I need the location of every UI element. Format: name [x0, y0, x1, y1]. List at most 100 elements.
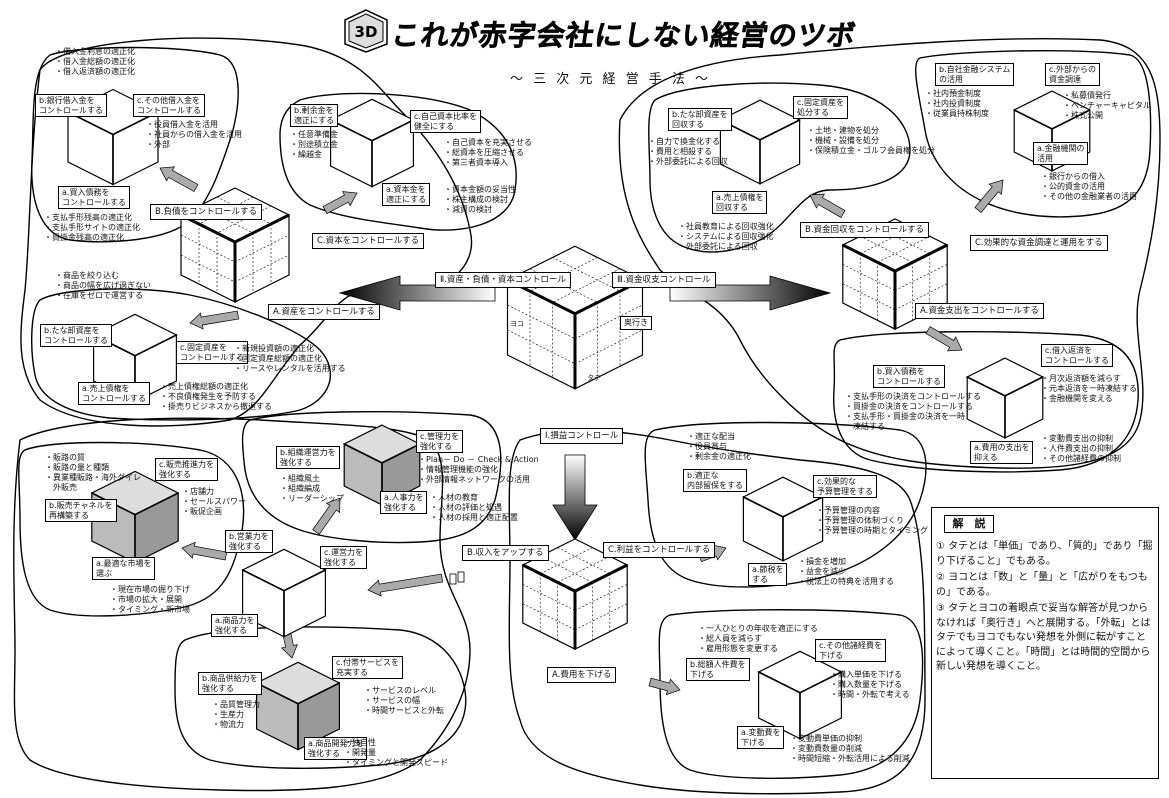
ur-fund-b-list: ・社内預金制度・社内投資制度・従業員持株制度	[925, 89, 989, 119]
ll-sales-c-list: ・店舗力・セールスパワー・販促企画	[182, 487, 246, 517]
ur-main-a: A.資金支出をコントロールする	[915, 303, 1044, 320]
cube-center-grid	[552, 257, 621, 292]
ul-capital-a-list-item: ・資本金額の妥当性	[444, 185, 516, 194]
arrow-ur-collect	[809, 193, 846, 218]
ur-expense-a: a.費用の支出を 抑える	[970, 441, 1034, 465]
ur-expense-c-list-item: ・元本返済を一時凍結する	[1041, 384, 1137, 393]
connector-arrows	[159, 166, 1004, 696]
ll-sales-b: b.販売チャネルを 再構築する	[45, 499, 117, 523]
center-okuyuki-label: 奥行き	[620, 316, 652, 330]
ur-expense-a-list: ・変動費支出の抑制・人件費支出の抑制・その他諸経費の抑制	[1041, 434, 1121, 464]
ll-org-a-list-item: ・人材の採用と適正配置	[430, 513, 518, 522]
ll-product-b-list-item: ・品質管理力	[212, 700, 260, 709]
lr-cost-c-list: ・購入単価を下げる・購入数量を下げる・時間・外転で考える	[830, 670, 910, 700]
cube-lr-main-grid	[574, 584, 628, 611]
ur-expense-b: b.買入債務を コントロールする	[873, 365, 945, 389]
ul-capital-b-list: ・任意準備金・別途積立金・繰越金	[290, 130, 338, 160]
ur-expense-b-list-item: ・支払手形・買掛金の決済を一時	[845, 412, 965, 421]
ul-capital-b: b.剰余金を 適正にする	[290, 104, 339, 128]
ur-fund-b-list-item: ・従業員持株制度	[925, 109, 989, 118]
lr-cost-a-list-item: ・時間短縮・外転活用による削減	[790, 754, 910, 763]
ul-debt-a: a.買入債務を コントロールする	[58, 186, 130, 210]
ul-capital-c-list-item: ・総資本を圧縮させる	[444, 148, 524, 157]
ul-debt-top-item: ・借入返済額の適正化	[55, 67, 135, 76]
blob-outline-1	[20, 37, 473, 427]
blob-outline-3	[13, 417, 471, 792]
ll-mid-b: b.営業力を 強化する	[225, 530, 273, 554]
ll-org-a-list-item: ・人材の教育	[430, 493, 478, 502]
ul-debt-c-list-item: ・外部	[146, 140, 170, 149]
axis-2-label: Ⅱ.資産・負債・資本コントロール	[435, 272, 571, 289]
ur-collect-b-list: ・自力で換金化する・費用と相殺する・外部委託による回収	[648, 137, 728, 167]
lr-main-a: A.費用を下げる	[547, 667, 617, 684]
ul-main-c: C.資本をコントロールする	[312, 233, 425, 250]
blob-outline-13	[174, 626, 467, 769]
ul-debt-c: c.その他借入金を コントロールする	[133, 94, 205, 118]
ul-capital-a: a.資本金を 適正にする	[382, 183, 431, 207]
lr-profit-a-list: ・損金を増加・益金を減少・税法上の特典を活用する	[798, 557, 894, 587]
lr-cost-c-list-item: ・購入数量を下げる	[830, 680, 902, 689]
ll-org-b: b.組織運営力を 強化する	[276, 446, 340, 470]
arrow-ul-debt	[159, 166, 199, 192]
lr-profit-a-list-item: ・損金を増加	[798, 557, 846, 566]
ll-product-b-list: ・品質管理力・生産力・物流力	[212, 700, 260, 730]
ll-product-a-list: ・独自性・開発量・タイミングと開発スピード	[344, 738, 448, 768]
explanation-text: ① タテとは「単価」であり、「質的」であり「掘り下げること」でもある。 ② ヨコ…	[936, 540, 1154, 677]
cube-lr-main-grid	[540, 547, 593, 574]
lr-cost-c-list-item: ・時間・外転で考える	[830, 690, 910, 699]
ur-collect-a-list-item: ・システムによる回収強化	[678, 232, 774, 241]
blob-outline-5	[279, 92, 517, 231]
ll-sales-top-item: 外販売	[45, 483, 77, 492]
cube-ur-main-grid	[842, 264, 896, 291]
lr-profit-a-list-item: ・益金を減少	[798, 567, 846, 576]
arrow-ll-sales	[181, 541, 228, 561]
explanation-title: 解 説	[944, 515, 994, 533]
ur-collect-b-list-item: ・外部委託による回収	[648, 157, 728, 166]
blob-outline-8	[648, 82, 911, 253]
cube-ur-main-grid	[877, 236, 930, 263]
ll-product-b: b.商品供給力を 強化する	[198, 672, 262, 696]
arrow-down	[552, 454, 598, 541]
ur-expense-a-list-item: ・その他諸経費の抑制	[1041, 454, 1121, 463]
cube-center-grid	[507, 304, 576, 340]
ll-org-c-list-item: ・外部情報ネットワークの活用	[418, 475, 530, 484]
ur-fund-b-list-item: ・社内投資制度	[925, 99, 981, 108]
cube-lr-main-grid	[557, 547, 610, 574]
ul-capital-a-list: ・資本金額の妥当性・株主構成の検討・減資の検討	[444, 185, 516, 215]
ur-collect-b: b.たな卸資産を 回収する	[668, 108, 732, 132]
ul-debt-c-list: ・役員借入金を活用・社員からの借入金を活用・外部	[146, 120, 242, 150]
ll-org-c-list-item: ・Plan－ Do － Check & Action	[418, 455, 539, 464]
lr-profit-top-item: ・適正な配当	[687, 432, 735, 441]
ur-collect-a-list-item: ・外部委託による回収	[678, 242, 758, 251]
lr-cost-top-item: ・雇用形態を変更する	[698, 644, 778, 653]
ur-fund-a-list-item: ・公的資金の活用	[1041, 182, 1105, 191]
cube-ur-main-axis-r	[894, 243, 948, 273]
ul-main-b: B.負債をコントロールする	[150, 204, 263, 221]
ul-debt-c-list-item: ・社員からの借入金を活用	[146, 130, 242, 139]
ll-product-c-list-item: ・時間サービスと外転	[364, 706, 444, 715]
ul-capital-c-list-item: ・自己資本を充実させる	[444, 138, 532, 147]
cube-center-grid	[574, 329, 643, 365]
lr-profit-top: ・適正な配当・役員賞与・剰余金の適正化	[687, 432, 751, 462]
ul-asset-c-list-item: ・リースやレンタルを活用する	[234, 364, 346, 373]
arrow-ll-mid	[367, 573, 444, 597]
lr-profit-c: c.効果的な 予算管理をする	[813, 475, 877, 499]
blob-outline-11	[18, 441, 245, 617]
ll-product-c-list-item: ・サービスの幅	[364, 696, 420, 705]
ul-debt-a-list-item: ・買掛金残高の適正化	[44, 233, 124, 242]
arrow-ll-org	[312, 497, 341, 535]
ll-main-b: B.収入をアップする	[462, 545, 549, 562]
ll-org-a: a.人事力を 強化する	[380, 491, 428, 515]
lr-profit-c-list: ・予算管理の内容・予算管理の体制づくり・予算管理の時期とタイミング	[816, 506, 928, 536]
ll-sales-c: c.販売推進力を 強化する	[155, 458, 218, 482]
3d-badge-icon: 3D	[344, 9, 388, 53]
lr-cost-c: c.その他諸経費を 下げる	[815, 639, 886, 663]
ll-product-c: c.付帯サービスを 充実する	[332, 656, 403, 680]
ur-expense-b-list: ・支払手形の決済をコントロールする・買掛金の決済をコントロールする・支払手形・買…	[845, 392, 981, 432]
ll-org-c-list: ・Plan－ Do － Check & Action・情報管理機能の強化・外部情…	[418, 455, 539, 485]
cube-center-grid	[507, 329, 576, 365]
explanation-item-1: ① タテとは「単価」であり、「質的」であり「掘り下げること」でもある。	[936, 541, 1153, 567]
blob-outline-7	[31, 288, 331, 421]
ur-collect-a: a.売上債権を 回収する	[712, 191, 768, 215]
ul-debt-a-list-item: ・支払手形サイトの適正化	[44, 223, 140, 232]
